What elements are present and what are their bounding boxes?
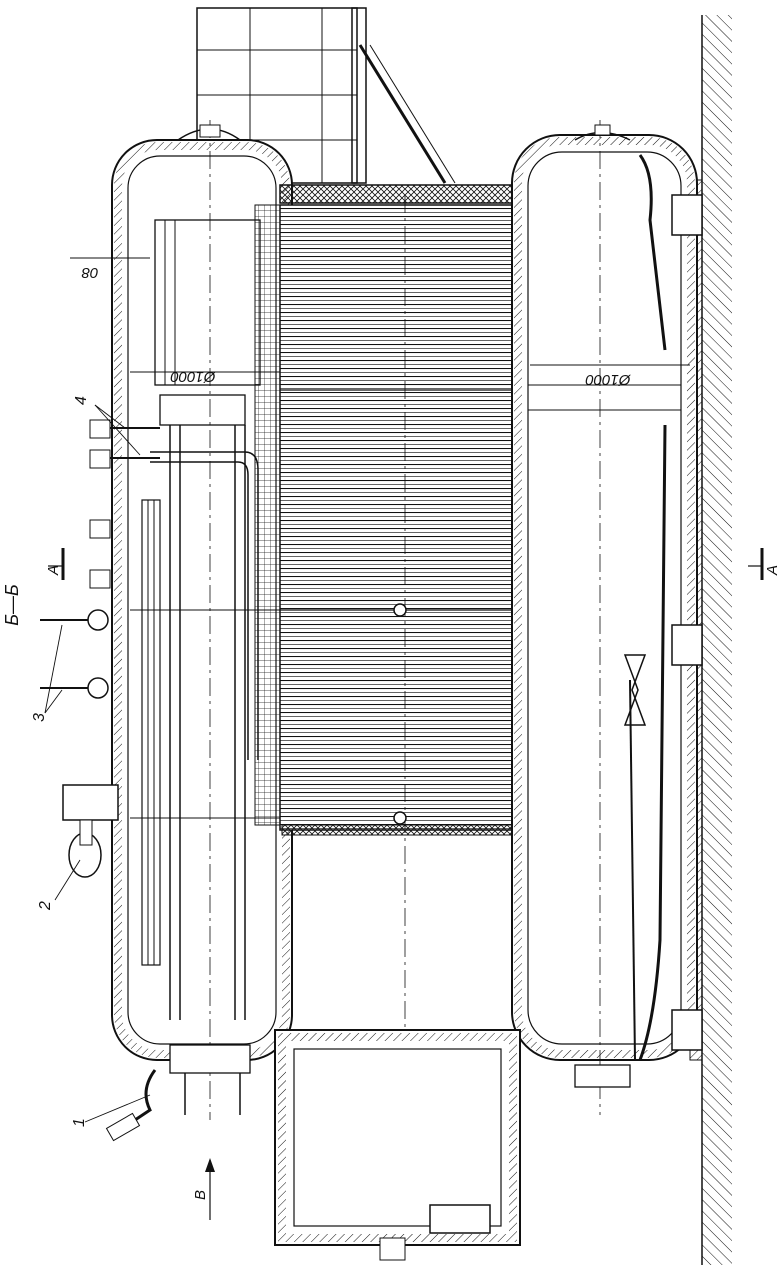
chimney-frame: [196, 7, 456, 184]
lower-drum: [511, 120, 703, 1115]
dimension-lower-diameter: Ø1000: [585, 371, 632, 388]
callout-4: 4: [73, 396, 90, 405]
section-title: Б—Б: [2, 584, 22, 626]
tube-bank: [254, 184, 556, 1140]
leader-lines: [44, 404, 151, 1123]
callout-2: 2: [37, 901, 54, 911]
dimension-upper-diameter: Ø1000: [170, 368, 217, 385]
callout-3: 3: [31, 713, 48, 722]
furnace-box: [274, 1029, 521, 1261]
section-mark-top: А: [45, 565, 62, 576]
dimension-wall: 08: [81, 264, 98, 281]
drum-fittings: [40, 419, 160, 1142]
callout-1: 1: [71, 1118, 88, 1127]
labels: Б—Б А А В Ø1000 Ø1000 08 1 2 3 4: [2, 264, 778, 1200]
arrow-label: В: [192, 1190, 209, 1200]
section-mark-bottom: А: [764, 565, 778, 576]
section-marks: [48, 257, 764, 1220]
